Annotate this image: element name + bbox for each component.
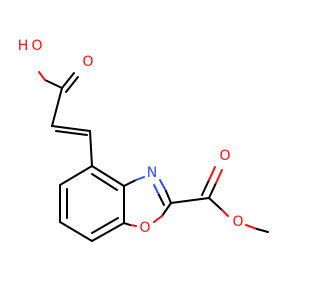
bond-ring-c3a-c4-inner: [91, 173, 118, 191]
bond-ring-c4-c5: [59, 165, 93, 186]
hydroxyl-oxygen-label: O: [31, 38, 42, 54]
bond-ester-carbonyl-2-o-side: [208, 166, 216, 181]
bond-ring-c3a-c4: [91, 165, 125, 187]
bond-ring-o-to-c7a: [123, 222, 131, 226]
bond-n-to-c2-double-2-c-side: [158, 194, 165, 206]
bond-ester-carbonyl-2: [201, 179, 210, 196]
bond-hydroxyl-o-side: [38, 71, 46, 81]
hydroxyl-hydrogen-label: H: [18, 38, 29, 54]
bond-n-to-c2-double-2: [153, 184, 160, 196]
bond-acid-carbon-to-vinyl: [51, 87, 63, 127]
bond-c3a-to-n: [123, 179, 137, 187]
bond-vinyl-double-1: [51, 125, 91, 132]
atom-labels: H O O N O O O: [18, 38, 244, 236]
bond-c2-to-ester-carbon: [170, 197, 210, 204]
bond-acid-carbonyl-1: [61, 72, 75, 89]
bond-c3a-to-n-n-side: [135, 176, 145, 181]
bond-n-to-c2-double-1-c-side: [165, 190, 172, 204]
bond-c2-to-ring-o-o-side: [153, 215, 163, 223]
bond-ester-o-to-methyl: [256, 228, 269, 233]
bond-vinyl-double-2: [55, 130, 88, 136]
bond-ester-carbon-to-o: [208, 197, 223, 211]
bond-acid-carbon-to-hydroxyl: [44, 79, 63, 89]
chemical-structure: H O O N O O O: [18, 38, 269, 242]
bond-c2-to-ring-o: [161, 202, 172, 217]
bonds: [38, 71, 269, 242]
bond-ester-carbon-to-o-o-side: [221, 209, 229, 217]
bond-ring-c6-c7: [59, 221, 93, 242]
bond-ring-o-to-c7a-o-side: [129, 224, 137, 227]
bond-ester-carbonyl-1-o-side: [215, 169, 223, 184]
bond-ester-o-to-methyl-o-side: [245, 224, 258, 230]
bond-ring-c7-c7a: [91, 222, 125, 242]
ring-oxygen-label: O: [139, 220, 150, 236]
bond-ring-c7-c7a-inner: [91, 217, 119, 234]
bond-ester-carbonyl-1: [208, 182, 217, 199]
bond-vinyl-to-ring: [89, 130, 93, 167]
ester-carbonyl-oxygen-label: O: [219, 148, 230, 164]
acid-carbonyl-oxygen-label: O: [82, 54, 93, 70]
bond-acid-carbonyl-2: [65, 76, 79, 93]
bond-n-to-c2-double-1: [159, 179, 167, 192]
ester-oxygen-label: O: [232, 214, 243, 230]
ring-nitrogen-label: N: [147, 165, 157, 181]
